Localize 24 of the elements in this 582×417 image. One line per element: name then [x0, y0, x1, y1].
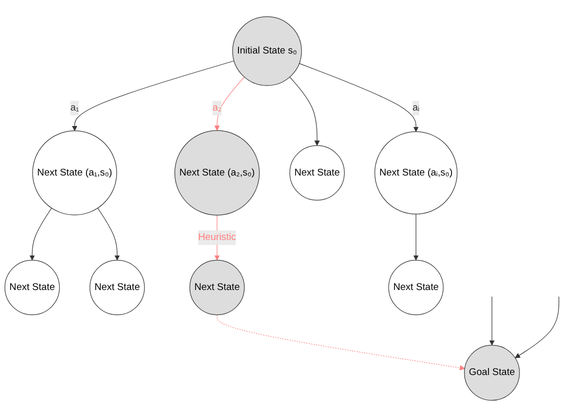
arrow: [298, 63, 419, 132]
node-circle: Goal State: [464, 344, 520, 401]
arrow: [97, 208, 120, 260]
node-circle: Next State: [4, 260, 60, 316]
arrow: [216, 314, 465, 370]
arrow: [290, 76, 320, 146]
edge-label: Heuristic: [198, 232, 236, 243]
edge-label: a₂: [212, 102, 222, 113]
arrow: [214, 76, 245, 131]
edge-label: aᵢ: [412, 102, 420, 113]
node-circle: Next State: [289, 145, 345, 200]
node-circle: Next State: [189, 260, 245, 316]
node-circle: Next State (aᵢ,s₀): [374, 131, 458, 214]
arrow: [413, 214, 419, 260]
arrow: [72, 60, 234, 132]
arrow: [489, 296, 495, 346]
node-circle: Next State: [90, 260, 145, 316]
arrow: [29, 208, 52, 260]
arrow: [514, 296, 560, 358]
node-circle: Next State (a₁,s₀): [32, 130, 118, 216]
edge-label: a₁: [70, 102, 80, 113]
node-circle: Next State (a₂,s₀): [174, 130, 260, 216]
node-circle: Initial State s₀: [232, 16, 302, 86]
node-circle: Next State: [388, 260, 444, 316]
